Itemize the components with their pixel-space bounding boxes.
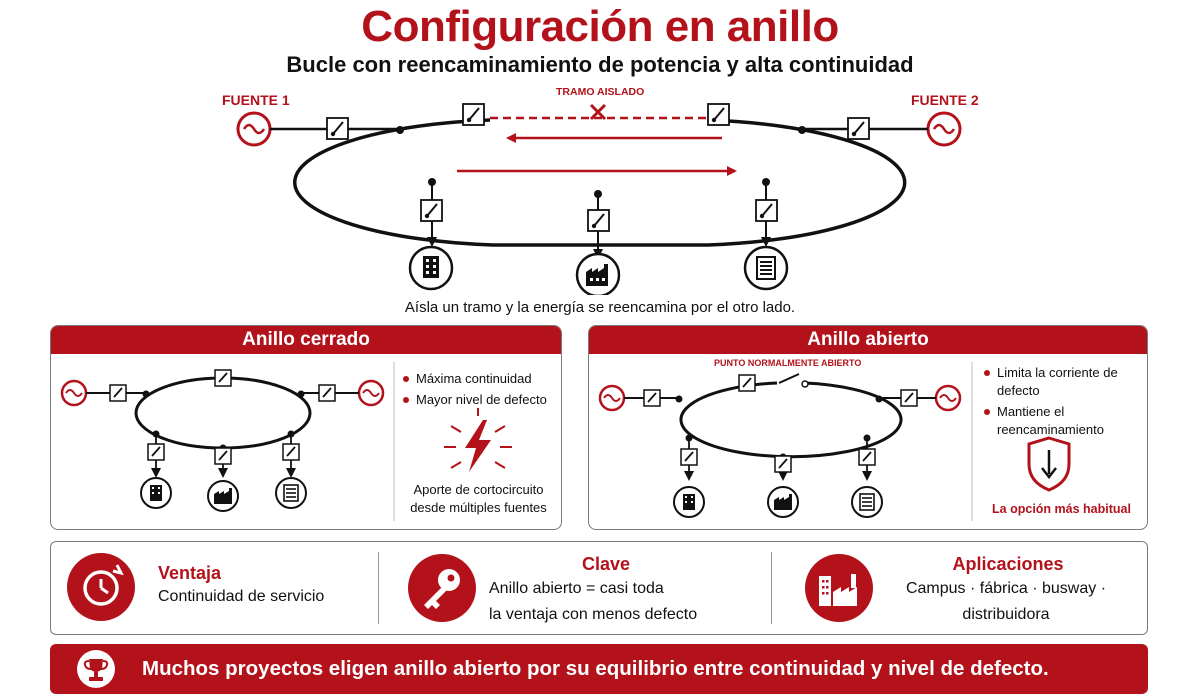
feature-line: la ventaja con menos defecto [489, 606, 698, 623]
divider [378, 552, 379, 624]
main-ring-diagram [236, 103, 962, 295]
banner-text: Muchos proyectos eligen anillo abierto p… [142, 657, 1049, 680]
open-ring-bullets: Limita la corriente de defecto Mantiene … [984, 364, 1144, 442]
factory-icon [575, 252, 621, 295]
switch-icon [282, 443, 300, 461]
source-icon [60, 379, 88, 407]
switch-icon [680, 448, 698, 466]
building-icon [673, 486, 705, 518]
source-icon [598, 384, 626, 412]
closed-ring-title: Anillo cerrado [51, 326, 561, 354]
switch-icon [462, 103, 485, 126]
ring-loop [293, 118, 907, 247]
feature-text: Continuidad de servicio [158, 588, 325, 605]
open-point-switch [778, 373, 800, 384]
feature-title: Ventaja [158, 563, 222, 583]
short-circuit-icon [444, 408, 512, 472]
feature-title: Clave [581, 554, 631, 574]
source-right-icon [926, 111, 962, 147]
summary-banner: Muchos proyectos eligen anillo abierto p… [50, 644, 1148, 694]
switch-icon [147, 443, 165, 461]
open-ring-panel: Anillo abierto [588, 325, 1148, 530]
bullet-item: Máxima continuidad [403, 370, 558, 388]
building-icon [408, 245, 454, 291]
switch-icon [858, 448, 876, 466]
bullet-item: Mayor nivel de defecto [403, 391, 558, 409]
open-ring-diagram [598, 362, 1071, 521]
switch-icon [214, 369, 232, 387]
divider [771, 552, 772, 624]
feature-line: Campus · fábrica · busway · [905, 580, 1107, 597]
server-icon [275, 477, 307, 509]
note-line: desde múltiples fuentes [410, 500, 547, 515]
switch-icon [643, 389, 661, 407]
switch-icon [214, 447, 232, 465]
source-icon [357, 379, 385, 407]
bullet-item: Mantiene el reencaminamiento [984, 403, 1144, 439]
bullet-item: Limita la corriente de defecto [984, 364, 1144, 400]
source-icon [934, 384, 962, 412]
switch-icon [587, 209, 610, 232]
diagram-caption: Aísla un tramo y la energía se reencamin… [404, 299, 796, 316]
feature-applications: Aplicaciones Campus · fábrica · busway ·… [773, 542, 1147, 634]
factory-icon [207, 480, 239, 512]
feature-text: Anillo abierto = casi toda la ventaja co… [489, 576, 723, 628]
factory-icon [767, 486, 799, 518]
closed-ring-panel: Anillo cerrado [50, 325, 562, 530]
server-icon [851, 486, 883, 518]
open-point-label: PUNTO NORMALMENTE ABIERTO [714, 358, 862, 368]
closed-ring-bullets: Máxima continuidad Mayor nivel de defect… [403, 370, 558, 412]
page-title: Configuración en anillo [361, 2, 839, 51]
switch-icon [774, 455, 792, 473]
fault-x-icon [589, 103, 607, 121]
source-left-label: FUENTE 1 [222, 92, 290, 108]
feature-advantage: Ventaja Continuidad de servicio [51, 542, 381, 634]
key-icon [408, 554, 476, 622]
switch-icon [738, 374, 756, 392]
feature-line: Anillo abierto = casi toda [489, 580, 664, 597]
switch-icon [318, 384, 336, 402]
feature-title: Aplicaciones [952, 554, 1064, 574]
switch-icon [707, 103, 730, 126]
isolated-segment-label: TRAMO AISLADO [556, 86, 645, 98]
switch-icon [900, 389, 918, 407]
source-right-label: FUENTE 2 [911, 92, 979, 108]
shield-icon [1027, 436, 1071, 492]
source-left-icon [236, 111, 272, 147]
switch-icon [847, 117, 870, 140]
open-ring-loop [679, 381, 903, 459]
switch-icon [420, 199, 443, 222]
closed-ring-note: Aporte de cortocircuito desde múltiples … [396, 481, 561, 517]
feature-text: Campus · fábrica · busway · distribuidor… [883, 576, 1129, 628]
open-ring-footer: La opción más habitual [992, 502, 1131, 516]
page-subtitle: Bucle con reencaminamiento de potencia y… [286, 52, 914, 77]
building-icon [140, 477, 172, 509]
switch-icon [755, 199, 778, 222]
switch-icon [109, 384, 127, 402]
clock-icon [67, 553, 135, 621]
factory-icon [805, 554, 873, 622]
switch-icon [326, 117, 349, 140]
feature-line: distribuidora [962, 606, 1050, 623]
server-icon [743, 245, 789, 291]
feature-key: Clave Anillo abierto = casi toda la vent… [381, 542, 771, 634]
open-ring-title: Anillo abierto [589, 326, 1147, 354]
closed-ring-diagram [60, 362, 512, 521]
trophy-icon [77, 650, 115, 688]
features-row: Ventaja Continuidad de servicio Clave An… [50, 541, 1148, 635]
note-line: Aporte de cortocircuito [413, 482, 544, 497]
